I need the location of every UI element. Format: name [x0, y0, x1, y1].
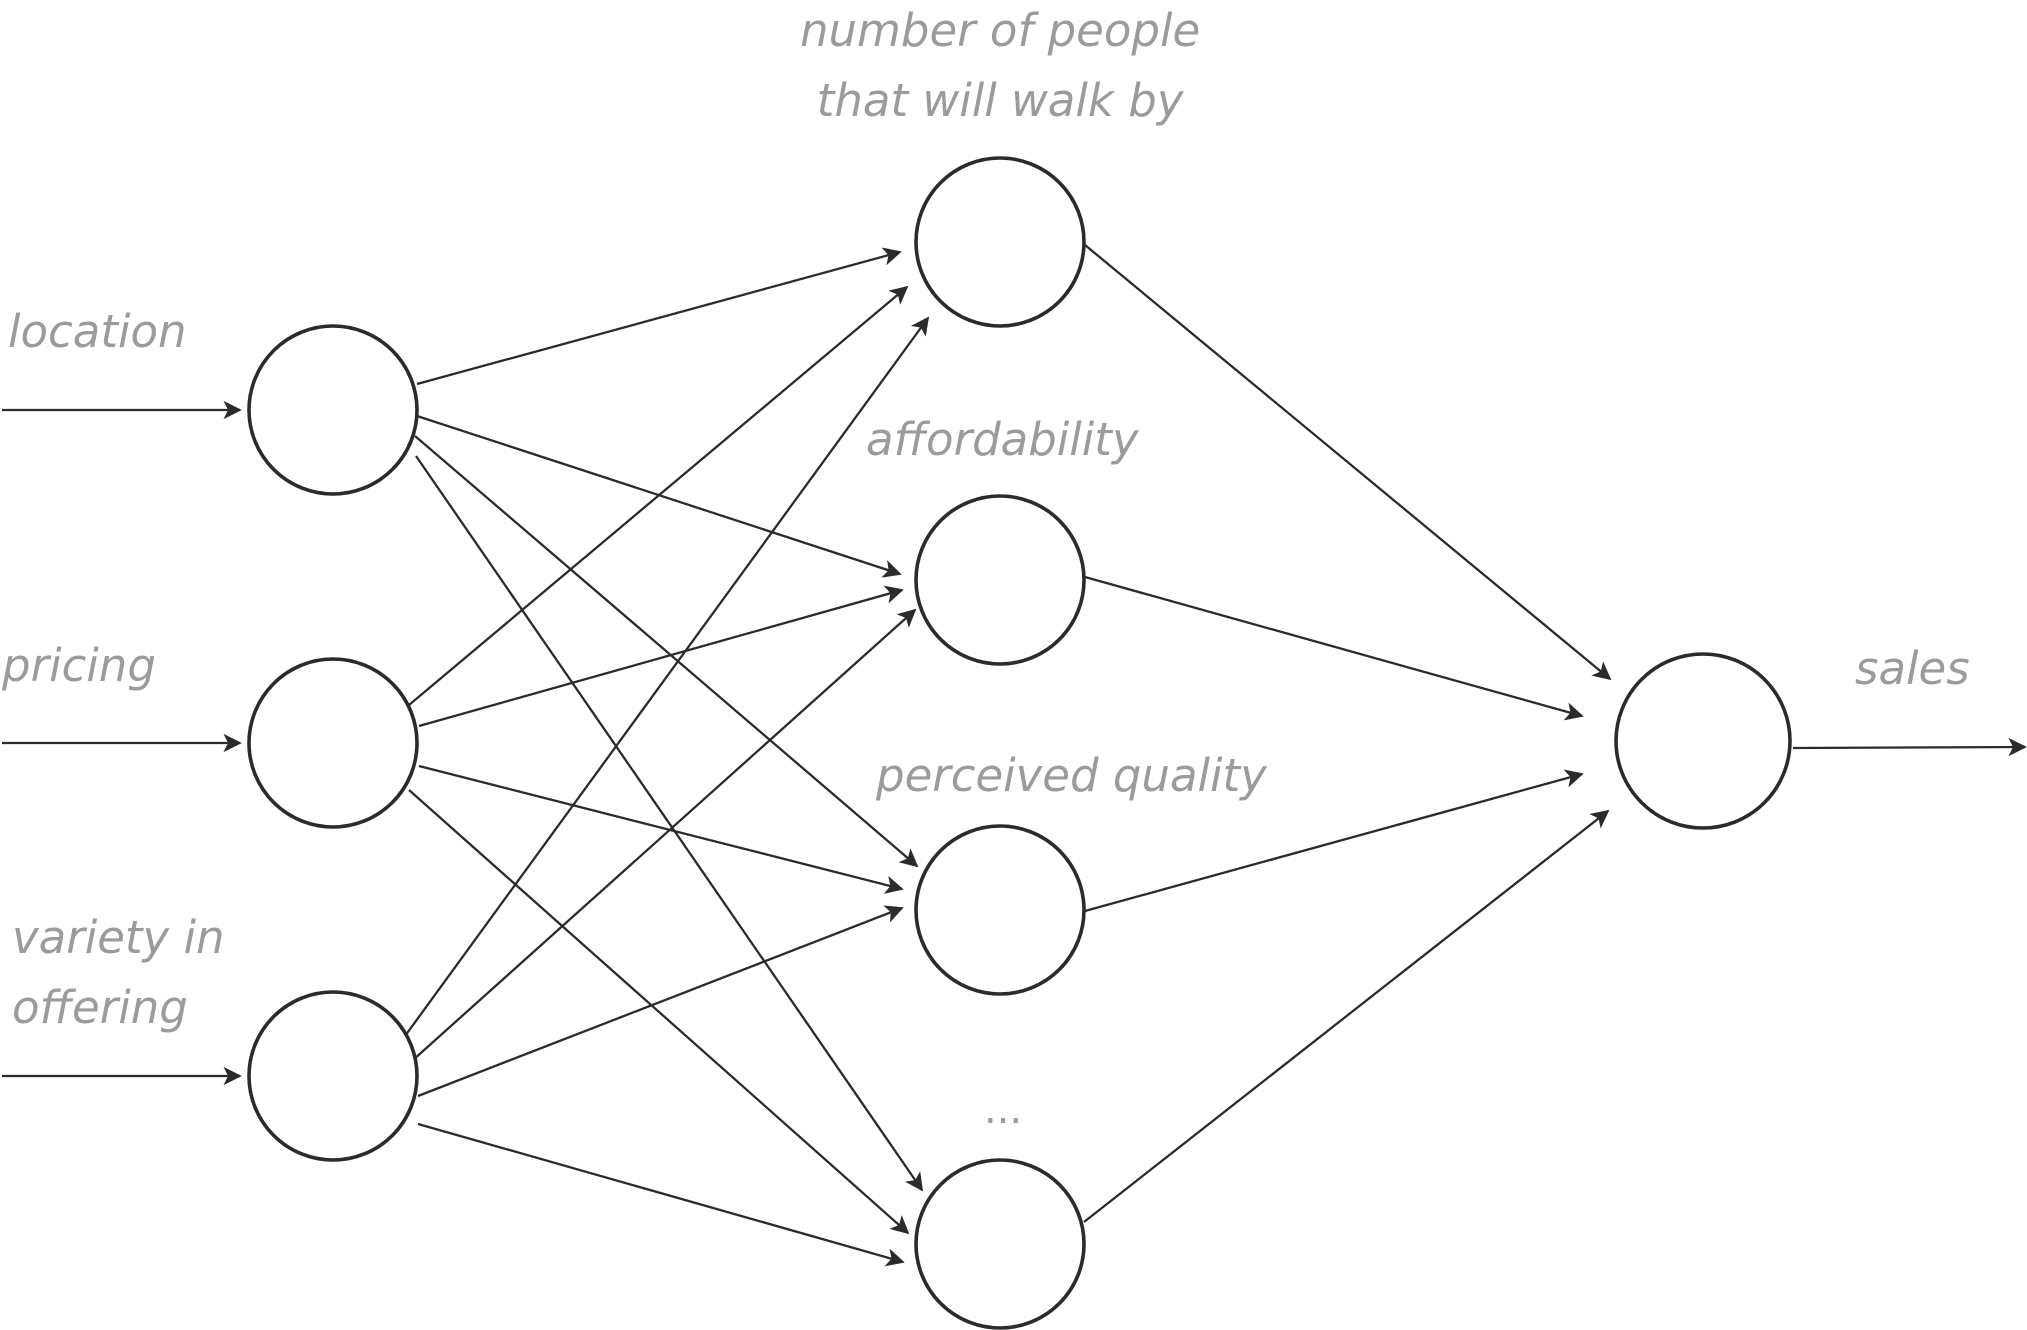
label-more: ...: [984, 1087, 1023, 1133]
label-variety-line2: offering: [12, 981, 188, 1034]
edge-location-more: [415, 455, 924, 1192]
input-node-location: [247, 324, 419, 496]
output-arrow-sales: [1792, 737, 2027, 757]
label-perceived-quality: perceived quality: [876, 749, 1267, 802]
hidden-node-affordability: [914, 494, 1086, 666]
edge-location-foot-traffic: [416, 247, 902, 386]
edge-variety-perceived-quality: [417, 905, 904, 1098]
label-affordability: affordability: [866, 413, 1139, 466]
edge-affordability-sales: [1084, 575, 1584, 721]
edge-pricing-more: [408, 789, 910, 1235]
input-node-variety: [247, 990, 419, 1162]
label-foot-traffic: number of people that will walk by: [800, 0, 1200, 136]
label-pricing: pricing: [2, 639, 156, 692]
output-node-sales: [1614, 652, 1792, 830]
edge-perceived-quality-sales: [1084, 769, 1584, 913]
edge-location-perceived-quality: [414, 435, 919, 868]
hidden-node-perceived-quality: [914, 824, 1086, 996]
edge-pricing-foot-traffic: [408, 285, 909, 706]
label-variety: variety in offering: [12, 903, 225, 1043]
label-foot-traffic-line2: that will walk by: [816, 74, 1184, 127]
label-variety-line1: variety in: [12, 911, 225, 964]
label-foot-traffic-line1: number of people: [800, 4, 1201, 57]
edge-more-sales: [1083, 809, 1610, 1223]
hidden-node-more: [914, 1158, 1086, 1330]
edge-variety-foot-traffic: [404, 316, 930, 1037]
edge-variety-more: [417, 1122, 905, 1267]
edge-variety-affordability: [412, 608, 917, 1061]
edge-pricing-affordability: [418, 585, 904, 728]
input-node-pricing: [247, 657, 419, 829]
hidden-node-foot-traffic: [914, 156, 1086, 328]
label-sales: sales: [1855, 642, 1970, 695]
edge-pricing-perceived-quality: [418, 764, 904, 894]
edge-foot-traffic-sales: [1084, 244, 1612, 681]
label-location: location: [8, 305, 187, 358]
